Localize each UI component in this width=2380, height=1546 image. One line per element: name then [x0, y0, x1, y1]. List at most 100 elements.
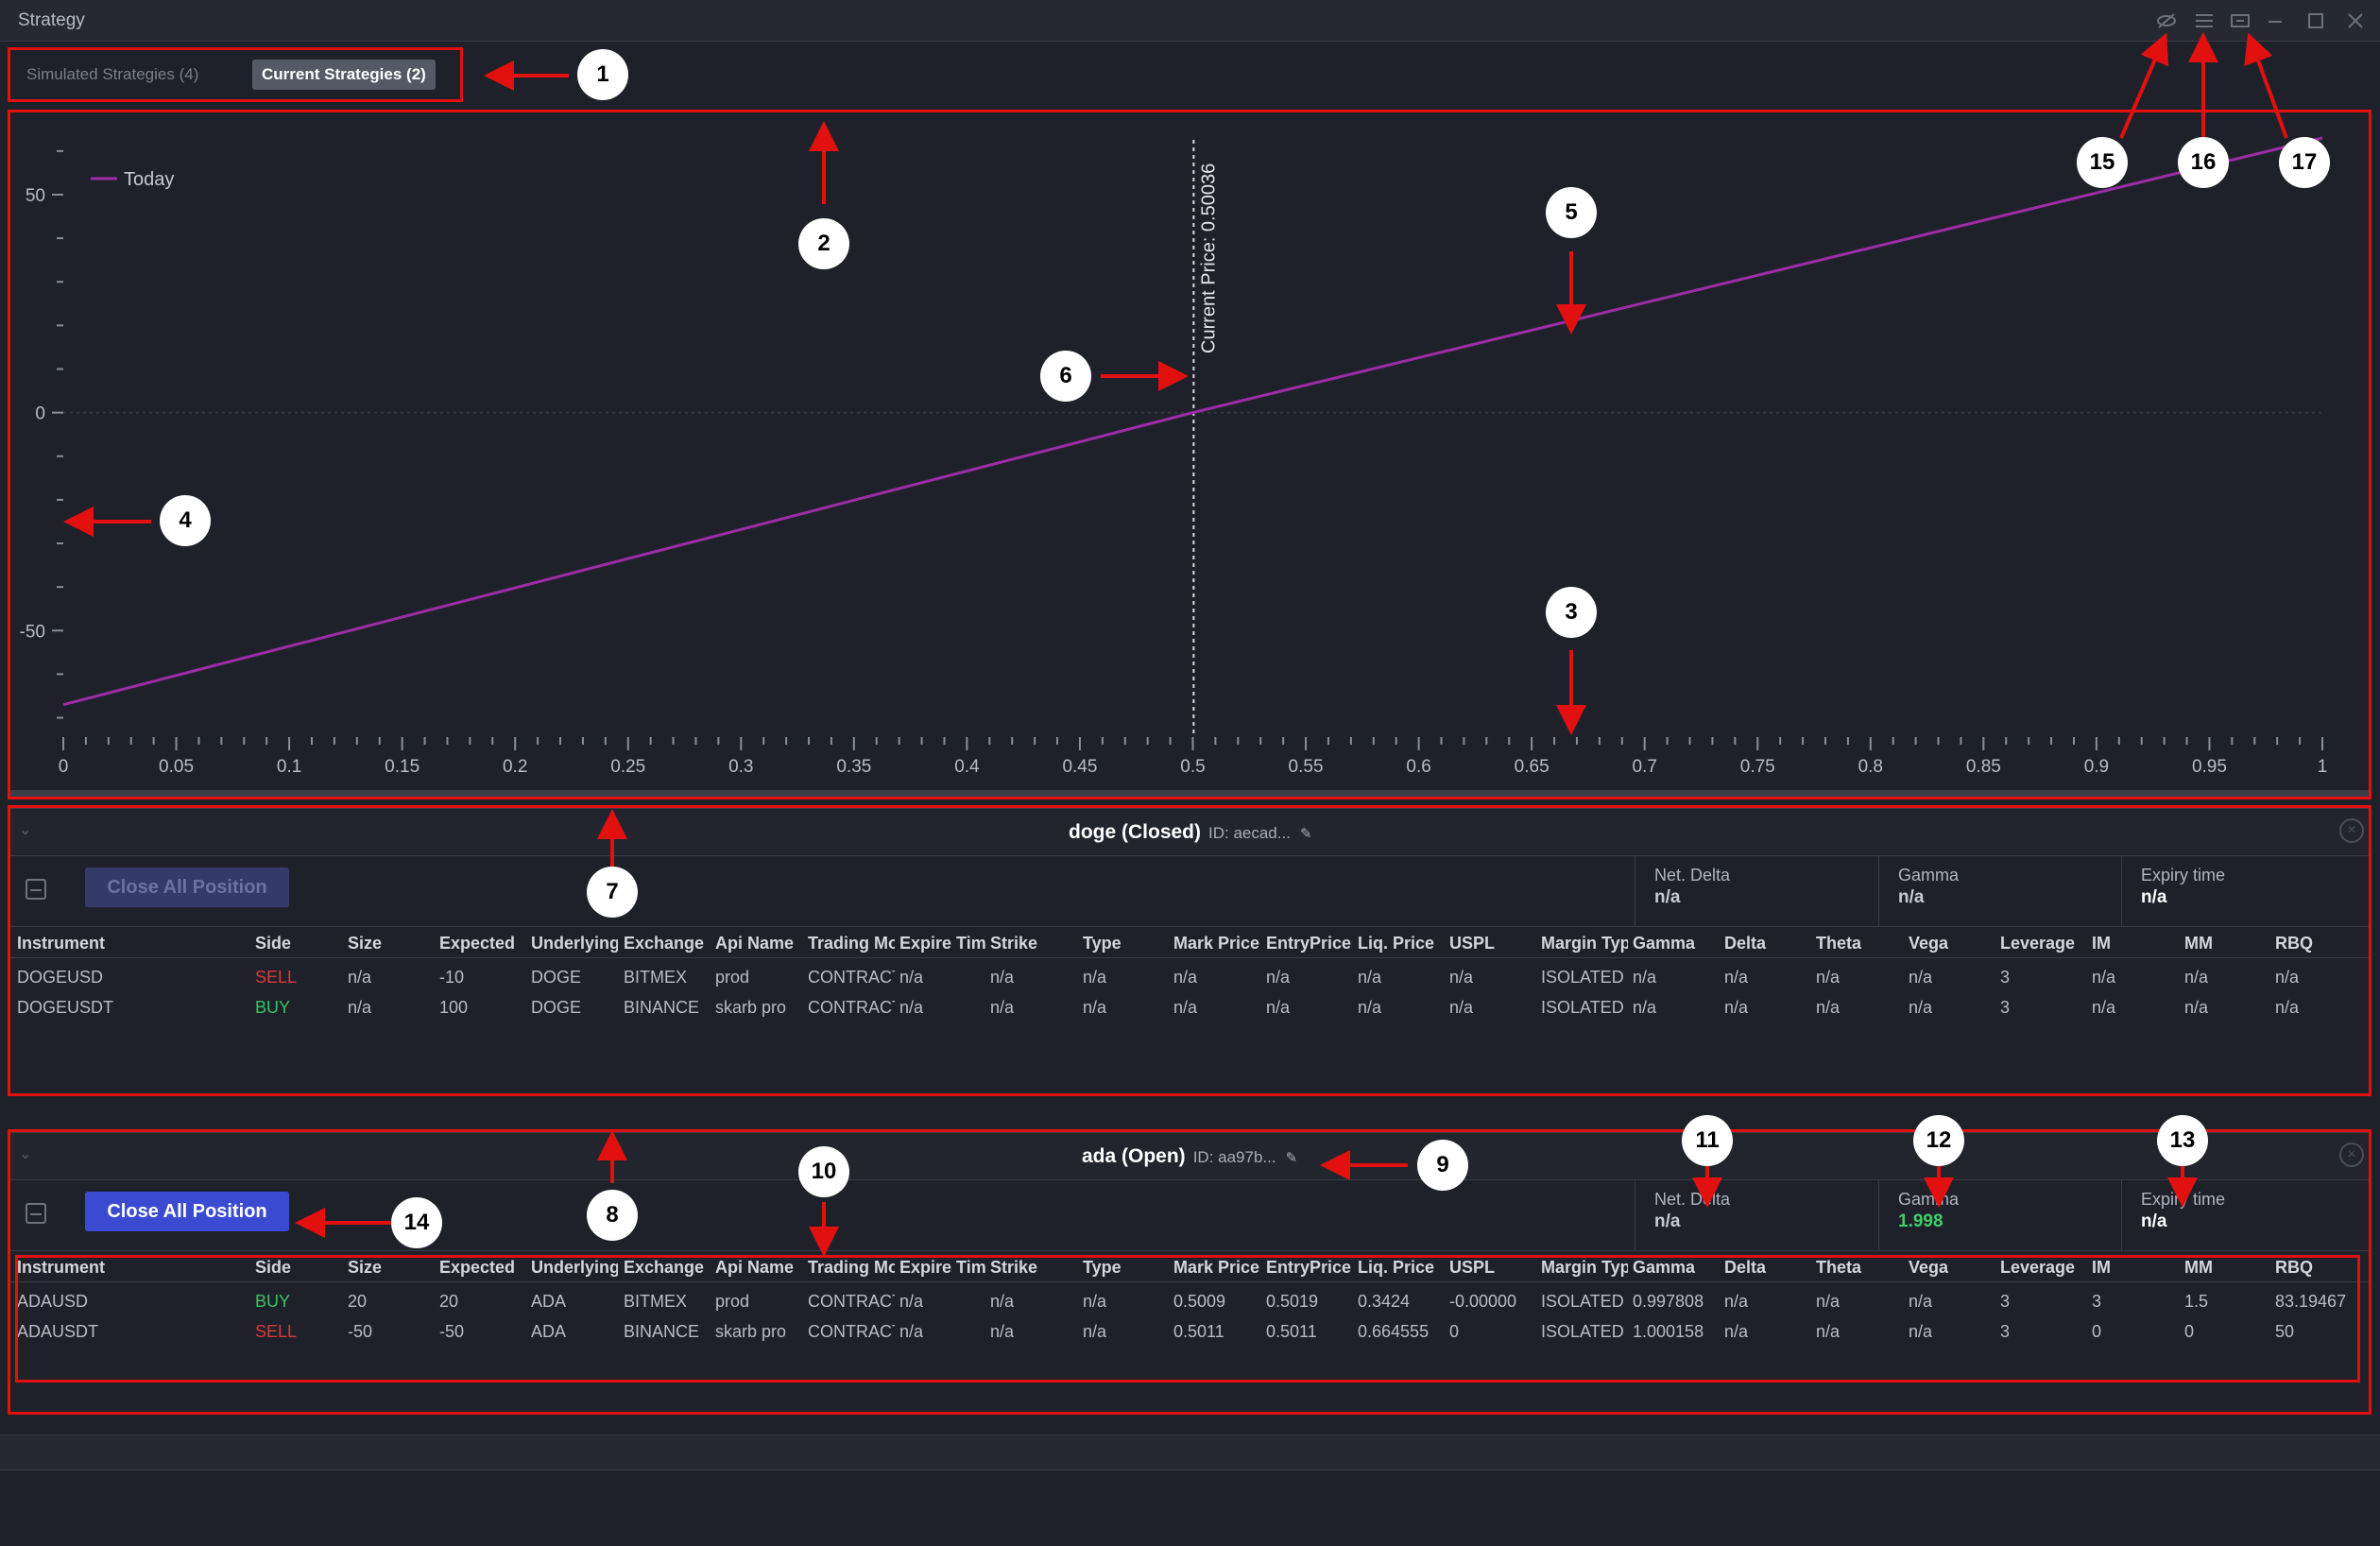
column-header[interactable]: Liq. Price: [1358, 934, 1435, 953]
eye-off-icon[interactable]: [2154, 9, 2179, 34]
column-header[interactable]: Mark Price: [1173, 934, 1260, 953]
table-cell: skarb pro: [715, 1322, 787, 1341]
table-cell: ISOLATED: [1541, 1322, 1624, 1341]
table-cell: n/a: [899, 998, 924, 1017]
maximize-icon[interactable]: [2303, 9, 2328, 34]
column-header[interactable]: MM: [2184, 1258, 2213, 1277]
chevron-down-icon[interactable]: ⌄: [19, 1146, 32, 1162]
chart-scrollbar[interactable]: [9, 790, 2370, 798]
table-cell: n/a: [1173, 968, 1198, 987]
column-header[interactable]: Liq. Price: [1358, 1258, 1435, 1277]
column-header[interactable]: Expire Time: [899, 934, 986, 953]
column-header[interactable]: Delta: [1724, 1258, 1767, 1277]
column-header[interactable]: Strike: [990, 1258, 1038, 1277]
column-header[interactable]: Api Name: [715, 934, 795, 953]
table-cell: n/a: [2275, 998, 2300, 1017]
x-tick-label: 0.3: [728, 757, 753, 777]
column-header[interactable]: Exchange: [624, 934, 705, 953]
table-cell: -0.00000: [1449, 1292, 1517, 1311]
save-icon[interactable]: [26, 879, 46, 900]
table-cell: 3: [2000, 998, 2011, 1017]
column-header[interactable]: Type: [1083, 934, 1122, 953]
column-header[interactable]: Margin Type: [1541, 934, 1628, 953]
x-tick-label: 1: [2318, 757, 2328, 777]
column-header[interactable]: Size: [348, 934, 383, 953]
column-header[interactable]: Leverage: [2000, 1258, 2076, 1277]
column-header[interactable]: Exchange: [624, 1258, 705, 1277]
column-header[interactable]: Trading Mode: [808, 1258, 895, 1277]
metric-value: 1.998: [1898, 1211, 1943, 1231]
list-icon[interactable]: [2192, 9, 2217, 34]
tab-simulated-strategies[interactable]: Simulated Strategies (4): [26, 65, 199, 83]
column-header[interactable]: Side: [255, 934, 292, 953]
column-header[interactable]: IM: [2092, 934, 2111, 953]
edit-icon[interactable]: ✎: [1299, 826, 1312, 842]
save-icon[interactable]: [26, 1203, 46, 1224]
close-circle-icon[interactable]: ×: [2339, 1142, 2364, 1167]
column-header[interactable]: Vega: [1909, 934, 1949, 953]
strategy-name: doge (Closed): [1069, 821, 1201, 843]
x-tick-label: 0.25: [610, 757, 645, 777]
table-cell: n/a: [1909, 1292, 1933, 1311]
column-header[interactable]: Type: [1083, 1258, 1122, 1277]
column-header[interactable]: Size: [348, 1258, 383, 1277]
table-cell: n/a: [1816, 998, 1841, 1017]
column-header[interactable]: Instrument: [17, 1258, 106, 1277]
table-cell: 0.5011: [1173, 1322, 1224, 1341]
table-cell: n/a: [899, 968, 924, 987]
column-header[interactable]: Delta: [1724, 934, 1767, 953]
column-header[interactable]: Trading Mode: [808, 934, 895, 953]
column-header[interactable]: EntryPrice: [1266, 934, 1352, 953]
column-header[interactable]: Mark Price: [1173, 1258, 1260, 1277]
close-circle-icon[interactable]: ×: [2339, 818, 2364, 843]
column-header[interactable]: IM: [2092, 1258, 2111, 1277]
close-all-position-button[interactable]: Close All Position: [85, 867, 289, 907]
column-header[interactable]: Expected: [439, 934, 516, 953]
column-header[interactable]: Gamma: [1633, 934, 1696, 953]
column-header[interactable]: Expected: [439, 1258, 516, 1277]
table-cell: n/a: [1083, 968, 1107, 987]
y-tick-label: 0: [35, 404, 45, 424]
column-header[interactable]: EntryPrice: [1266, 1258, 1352, 1277]
column-header[interactable]: Api Name: [715, 1258, 795, 1277]
detach-icon[interactable]: [2228, 9, 2252, 34]
minimize-icon[interactable]: [2263, 9, 2287, 34]
chevron-down-icon[interactable]: ⌄: [19, 822, 32, 838]
column-header[interactable]: Margin Type: [1541, 1258, 1628, 1277]
table-cell: BITMEX: [624, 968, 688, 987]
column-header[interactable]: Instrument: [17, 934, 106, 953]
column-header[interactable]: Leverage: [2000, 934, 2076, 953]
column-header[interactable]: Gamma: [1633, 1258, 1696, 1277]
column-header[interactable]: Theta: [1816, 934, 1862, 953]
table-cell: n/a: [1449, 968, 1474, 987]
column-header[interactable]: Theta: [1816, 1258, 1862, 1277]
column-header[interactable]: Expire Time: [899, 1258, 986, 1277]
strategy-panel-header[interactable]: ⌄ada (Open)ID: aa97b...✎×: [9, 1133, 2370, 1180]
table-cell: 3: [2092, 1292, 2102, 1311]
column-header[interactable]: RBQ: [2275, 934, 2313, 953]
table-cell: n/a: [2184, 998, 2209, 1017]
table-cell: n/a: [990, 998, 1015, 1017]
column-header[interactable]: Vega: [1909, 1258, 1949, 1277]
close-icon[interactable]: [2343, 9, 2368, 34]
column-header[interactable]: RBQ: [2275, 1258, 2313, 1277]
column-header[interactable]: Strike: [990, 934, 1038, 953]
column-header[interactable]: Underlying: [531, 1258, 618, 1277]
table-cell: n/a: [1724, 1292, 1749, 1311]
column-header[interactable]: USPL: [1449, 1258, 1496, 1277]
tab-current-strategies[interactable]: Current Strategies (2): [252, 60, 436, 90]
strategy-panel-header[interactable]: ⌄doge (Closed)ID: aecad...✎×: [9, 809, 2370, 856]
column-header[interactable]: MM: [2184, 934, 2213, 953]
strategy-panel: ⌄ada (Open)ID: aa97b...✎×Close All Posit…: [9, 1132, 2370, 1412]
column-header[interactable]: USPL: [1449, 934, 1496, 953]
column-header[interactable]: Side: [255, 1258, 292, 1277]
column-header[interactable]: Underlying: [531, 934, 618, 953]
edit-icon[interactable]: ✎: [1285, 1150, 1298, 1166]
close-all-position-button[interactable]: Close All Position: [85, 1192, 289, 1231]
